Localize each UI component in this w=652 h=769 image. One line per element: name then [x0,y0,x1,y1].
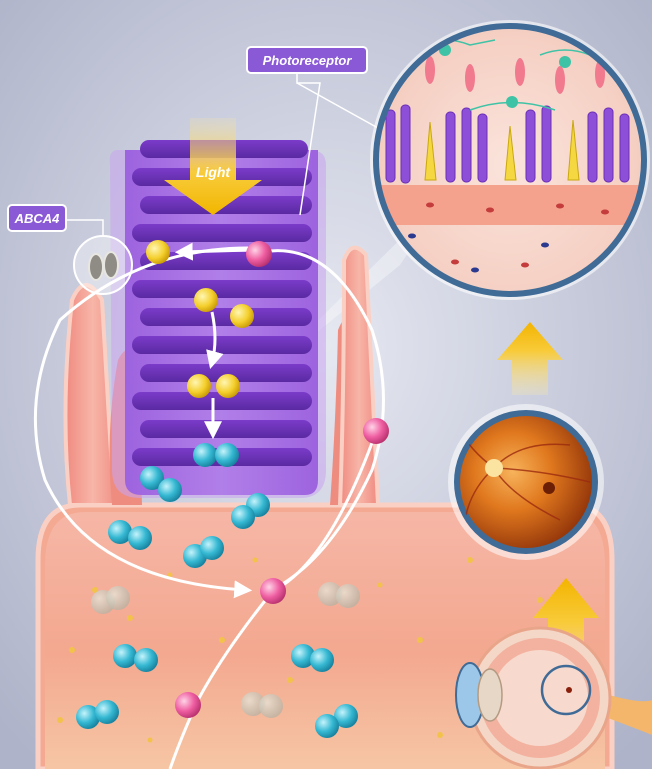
light-label: Light [196,164,232,180]
svg-text:Photoreceptor: Photoreceptor [263,53,353,68]
fundus-image [448,404,604,560]
abca4-label: ABCA4 [8,205,66,231]
svg-text:ABCA4: ABCA4 [14,211,61,226]
